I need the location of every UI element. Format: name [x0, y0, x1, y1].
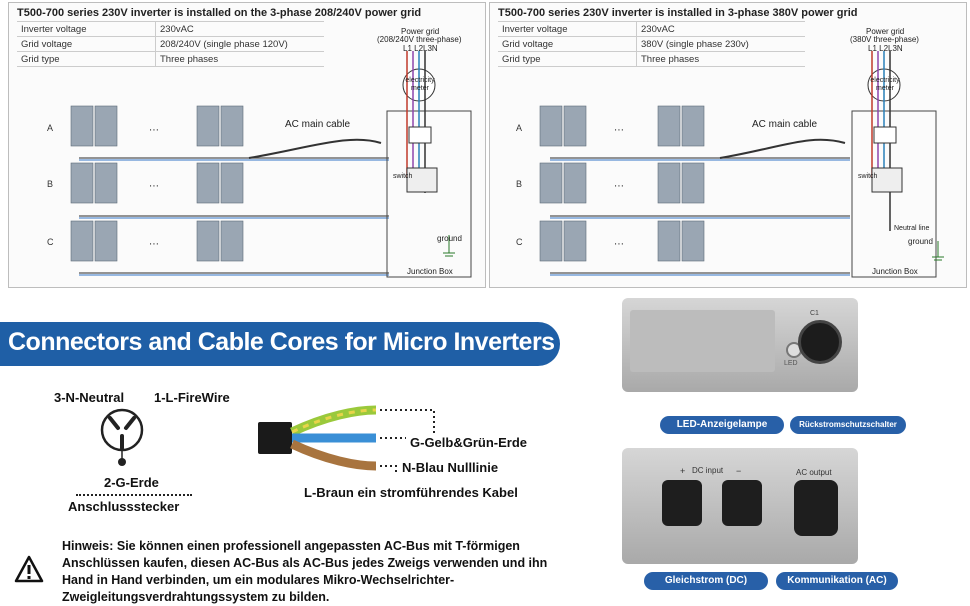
wiring-drawing: ⋯ ⋯ ⋯ — [539, 51, 944, 278]
power-grid-label: Power grid — [866, 27, 905, 36]
power-grid-sub-label: (208/240V three-phase) — [377, 35, 462, 44]
wiring-diagram-left: T500-700 series 230V inverter is install… — [8, 2, 486, 288]
svg-text:⋯: ⋯ — [149, 125, 159, 136]
svg-text:⋯: ⋯ — [149, 181, 159, 192]
solar-panel — [94, 220, 118, 262]
wiring-drawing: ⋯ ⋯ ⋯ — [70, 51, 472, 278]
row-label: B — [47, 179, 54, 189]
solar-panel — [681, 105, 705, 147]
svg-text:⋯: ⋯ — [614, 239, 624, 250]
dc-input-label: DC input — [692, 466, 724, 475]
solar-panel — [681, 162, 705, 204]
earth-pin-label: 2-G-Erde — [104, 475, 159, 490]
row-label: A — [516, 123, 523, 133]
solar-panel — [220, 220, 244, 262]
phases-label: L1 L2L3N — [403, 44, 438, 53]
power-grid-label: Power grid — [401, 27, 440, 36]
solar-panel — [563, 105, 587, 147]
diagram-title: T500-700 series 230V inverter is install… — [498, 7, 858, 19]
neutral-label: Neutral line — [894, 225, 930, 232]
solar-panel — [539, 105, 563, 147]
solar-panel — [657, 105, 681, 147]
row-label: B — [516, 179, 523, 189]
solar-panel — [539, 220, 563, 262]
solar-panel — [94, 105, 118, 147]
cable-cores-drawing — [258, 405, 435, 474]
divider-dots — [76, 494, 192, 496]
dc-plus-connector-icon — [662, 480, 702, 526]
svg-text:⋯: ⋯ — [614, 125, 624, 136]
reverse-current-badge: Rückstromschutzschalter — [790, 416, 906, 434]
ac-connector-icon — [794, 480, 838, 536]
ac-badge: Kommunikation (AC) — [776, 572, 898, 590]
diagram-title: T500-700 series 230V inverter is install… — [17, 7, 422, 19]
section-banner — [0, 322, 560, 366]
port-connector-icon — [798, 320, 842, 364]
row-label: C — [47, 237, 54, 247]
solar-panel — [563, 162, 587, 204]
plus-label: + — [680, 466, 686, 476]
section-title: Connectors and Cable Cores for Micro Inv… — [8, 328, 555, 356]
wiring-diagram-right: T500-700 series 230V inverter is install… — [489, 2, 967, 288]
fire-pin-label: 1-L-FireWire — [154, 390, 230, 405]
solar-panel — [70, 105, 94, 147]
meter-label: electricity meter — [870, 77, 900, 92]
solar-panel — [196, 105, 220, 147]
ground-label: ground — [437, 234, 462, 243]
warning-icon — [14, 555, 44, 583]
meter-label: electricity meter — [405, 77, 435, 92]
phases-label: L1 L2L3N — [868, 44, 903, 53]
plug-label: Anschlussstecker — [68, 499, 180, 514]
neutral-pin-label: 3-N-Neutral — [54, 390, 125, 405]
solar-panel — [196, 220, 220, 262]
inverter-photo-bottom: + DC input − AC output — [622, 448, 858, 564]
hint-text: Hinweis: Sie können einen professionell … — [62, 539, 548, 604]
switch-label: switch — [858, 173, 878, 180]
blue-core-label: N-Blau Nulllinie — [402, 460, 499, 475]
ground-label: ground — [908, 237, 933, 246]
green-core-label: G-Gelb&Grün-Erde — [410, 435, 528, 450]
power-grid-sub-label: (380V three-phase) — [850, 35, 919, 44]
solar-panel — [681, 220, 705, 262]
inverter-photo-top: LED C1 — [622, 298, 858, 392]
led-label: LED — [784, 360, 798, 367]
spec-value: Three phases — [636, 51, 805, 67]
row-label: A — [47, 123, 54, 133]
solar-panel — [70, 162, 94, 204]
cable-label: AC main cable — [285, 119, 351, 130]
dc-badge: Gleichstrom (DC) — [644, 572, 768, 590]
port-label: C1 — [810, 310, 819, 317]
led-indicator-badge: LED-Anzeigelampe — [660, 416, 784, 434]
info-label-plate — [630, 310, 775, 372]
cable-label: AC main cable — [752, 119, 818, 130]
svg-text:⋯: ⋯ — [149, 239, 159, 250]
solar-panel — [94, 162, 118, 204]
solar-panel — [70, 220, 94, 262]
solar-panel — [657, 162, 681, 204]
row-label: C — [516, 237, 523, 247]
solar-panel — [220, 162, 244, 204]
brown-core-label: L-Braun ein stromführendes Kabel — [304, 485, 518, 500]
connector-plug-icon — [100, 408, 144, 466]
solar-panel — [539, 162, 563, 204]
solar-panel — [563, 220, 587, 262]
junction-label: Junction Box — [407, 267, 453, 276]
solar-panel — [196, 162, 220, 204]
dc-minus-connector-icon — [722, 480, 762, 526]
junction-label: Junction Box — [872, 267, 918, 276]
solar-panel — [220, 105, 244, 147]
solar-panel — [657, 220, 681, 262]
minus-label: − — [736, 466, 742, 476]
spec-key: Grid type — [17, 51, 156, 67]
switch-label: switch — [393, 173, 413, 180]
spec-value: Three phases — [155, 51, 324, 67]
svg-text:⋯: ⋯ — [614, 181, 624, 192]
ac-output-label: AC output — [796, 468, 832, 477]
spec-key: Grid type — [498, 51, 637, 67]
